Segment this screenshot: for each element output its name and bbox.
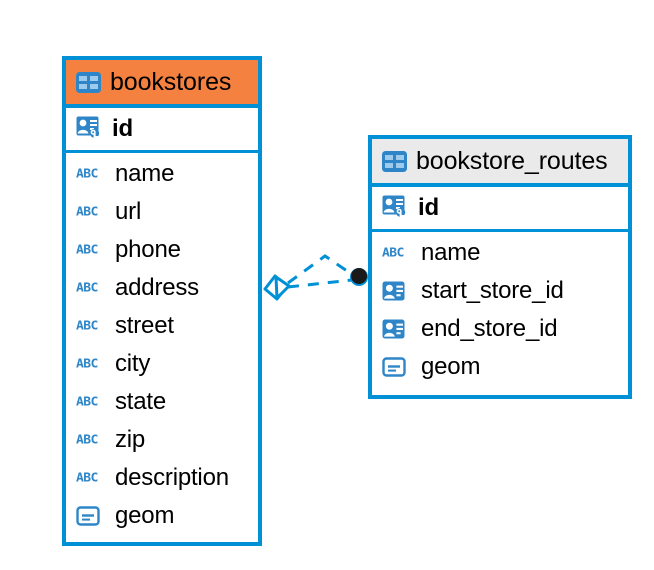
column-row-city[interactable]: ABC city <box>66 345 258 383</box>
column-row-geom[interactable]: geom <box>66 497 258 535</box>
column-row-url[interactable]: ABC url <box>66 193 258 231</box>
column-label: geom <box>421 353 481 380</box>
abc-icon: ABC <box>76 205 98 219</box>
abc-icon: ABC <box>76 167 98 181</box>
column-label: start_store_id <box>421 277 564 304</box>
table-header-bookstore-routes[interactable]: bookstore_routes <box>372 139 628 187</box>
table-icon <box>76 71 101 93</box>
abc-icon: ABC <box>76 357 98 371</box>
column-label: state <box>115 388 167 415</box>
column-label: geom <box>115 502 175 529</box>
column-label: id <box>112 115 133 142</box>
filled-circle-endpoint[interactable] <box>350 268 368 286</box>
column-label: id <box>418 194 439 221</box>
column-label: name <box>115 160 175 187</box>
column-row-description[interactable]: ABC description <box>66 459 258 497</box>
column-row-address[interactable]: ABC address <box>66 269 258 307</box>
table-title: bookstore_routes <box>416 146 608 175</box>
column-label: street <box>115 312 174 339</box>
foreign-key-icon <box>382 281 412 302</box>
relationship-line-upper <box>287 254 357 285</box>
column-label: description <box>115 464 229 491</box>
er-table-bookstores[interactable]: bookstores id <box>62 56 262 546</box>
column-row-phone[interactable]: ABC phone <box>66 231 258 269</box>
column-label: city <box>115 350 151 377</box>
column-label: address <box>115 274 199 301</box>
table-header-bookstores[interactable]: bookstores <box>66 60 258 108</box>
foreign-key-icon <box>382 319 412 340</box>
abc-icon: ABC <box>76 395 98 409</box>
column-row-street[interactable]: ABC street <box>66 307 258 345</box>
geometry-icon <box>382 357 412 377</box>
column-label: phone <box>115 236 181 263</box>
column-row-name[interactable]: ABC name <box>66 155 258 193</box>
relationship-line-lower <box>287 278 353 289</box>
column-row-start-store-id[interactable]: start_store_id <box>372 272 628 310</box>
column-row-name[interactable]: ABC name <box>372 234 628 272</box>
column-row-id[interactable]: id <box>66 108 258 153</box>
column-list-bookstores: ABC name ABC url ABC phone ABC address A… <box>66 153 258 535</box>
abc-icon: ABC <box>76 281 98 295</box>
table-icon <box>382 150 407 172</box>
primary-key-icon <box>382 195 409 221</box>
column-row-id[interactable]: id <box>372 187 628 232</box>
column-list-bookstore-routes: ABC name start_store_id <box>372 232 628 386</box>
er-table-bookstore-routes[interactable]: bookstore_routes id <box>368 135 632 399</box>
abc-icon: ABC <box>382 246 404 260</box>
column-label: name <box>421 239 481 266</box>
diamond-marker[interactable] <box>263 274 291 301</box>
abc-icon: ABC <box>76 319 98 333</box>
abc-icon: ABC <box>76 433 98 447</box>
abc-icon: ABC <box>76 243 98 257</box>
column-label: end_store_id <box>421 315 558 342</box>
column-label: url <box>115 198 142 225</box>
column-label: zip <box>115 426 146 453</box>
geometry-icon <box>76 506 106 526</box>
column-row-zip[interactable]: ABC zip <box>66 421 258 459</box>
table-title: bookstores <box>110 67 232 96</box>
abc-icon: ABC <box>76 471 98 485</box>
column-row-state[interactable]: ABC state <box>66 383 258 421</box>
primary-key-icon <box>76 116 103 142</box>
column-row-geom[interactable]: geom <box>372 348 628 386</box>
column-row-end-store-id[interactable]: end_store_id <box>372 310 628 348</box>
